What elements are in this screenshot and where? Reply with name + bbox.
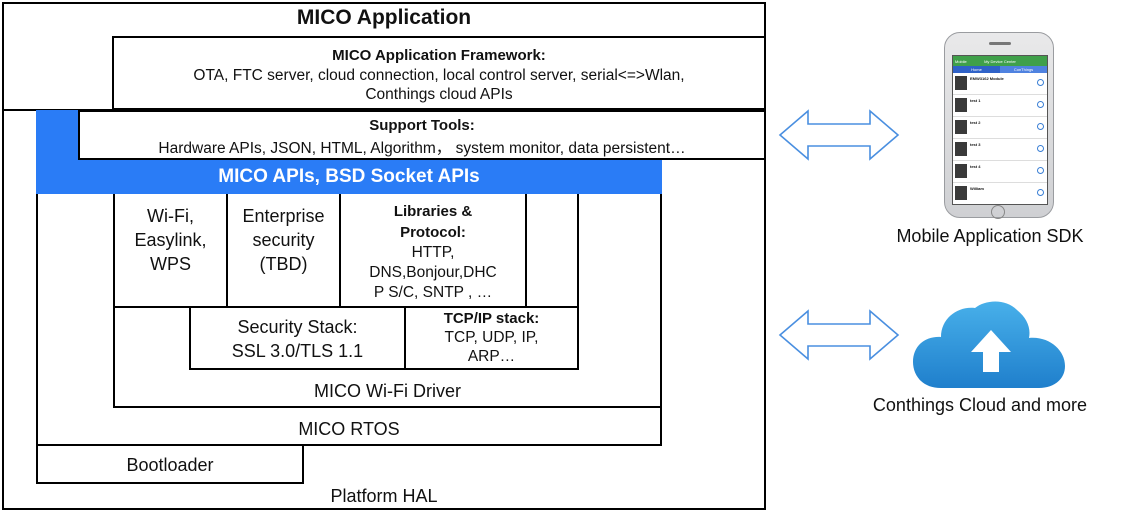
libraries-line1: HTTP, — [411, 244, 455, 261]
libraries-title1: Libraries & — [393, 203, 473, 220]
phone-header-title: My Device Center — [984, 59, 1016, 64]
phone-tabs: Home ConThings — [953, 66, 1047, 73]
double-arrow-icon — [778, 309, 900, 361]
phone-list-item: test 3 — [953, 139, 1047, 161]
cloud-caption: Conthings Cloud and more — [872, 395, 1088, 415]
phone-list-item: test 2 — [953, 117, 1047, 139]
framework-line1: OTA, FTC server, cloud connection, local… — [193, 67, 685, 84]
phone-list-item: test 1 — [953, 95, 1047, 117]
phone-home-button — [991, 205, 1005, 219]
phone-list-item-label: test 3 — [970, 142, 981, 147]
info-icon — [1037, 79, 1044, 86]
libraries-line2: DNS,Bonjour,DHC — [369, 264, 497, 281]
device-thumbnail-icon — [955, 186, 967, 200]
security-line2: SSL 3.0/TLS 1.1 — [231, 341, 364, 361]
tcpip-title: TCP/IP stack: — [443, 310, 540, 327]
application-framework-box — [112, 36, 766, 110]
security-line1: Security Stack: — [237, 317, 358, 337]
phone-screen: Mobile My Device Center Home ConThings E… — [952, 55, 1048, 205]
phone-list-item-label: test 1 — [970, 98, 981, 103]
phone-tab-conthings: ConThings — [1000, 66, 1047, 73]
info-icon — [1037, 167, 1044, 174]
double-arrow-icon — [778, 109, 900, 161]
mico-application-title: MICO Application — [296, 6, 472, 29]
enterprise-line3: (TBD) — [259, 254, 308, 274]
mico-rtos-label: MICO RTOS — [298, 419, 400, 439]
bootloader-label: Bootloader — [126, 455, 214, 475]
phone-list-item: EMW3162 Module — [953, 73, 1047, 95]
info-icon — [1037, 145, 1044, 152]
phone-list-item-label: test 2 — [970, 120, 981, 125]
platform-hal-label: Platform HAL — [330, 486, 438, 506]
device-thumbnail-icon — [955, 164, 967, 178]
device-thumbnail-icon — [955, 76, 967, 90]
wifi-line1: Wi-Fi, — [147, 206, 194, 226]
info-icon — [1037, 123, 1044, 130]
device-thumbnail-icon — [955, 142, 967, 156]
support-tools-title: Support Tools: — [369, 117, 475, 134]
phone-list-item-label: William — [970, 186, 984, 191]
wifi-driver-label: MICO Wi-Fi Driver — [314, 381, 461, 401]
phone-list-item-label: EMW3162 Module — [970, 76, 1004, 81]
phone-device-list: EMW3162 Module test 1 test 2 test 3 test 4 Wi… — [953, 73, 1047, 204]
libraries-line3: P S/C, SNTP , … — [373, 284, 493, 301]
libraries-protocol-box — [339, 194, 527, 308]
phone-list-item-label: test 4 — [970, 164, 981, 169]
enterprise-line1: Enterprise — [242, 206, 325, 226]
support-tools-box — [78, 110, 766, 160]
tcpip-stack-box — [404, 306, 579, 370]
mico-apis-bar — [36, 159, 662, 195]
enterprise-line2: security — [252, 230, 315, 250]
tcpip-line2: ARP… — [467, 348, 516, 365]
mobile-sdk-caption: Mobile Application SDK — [896, 226, 1084, 246]
support-tools-line1: Hardware APIs, JSON, HTML, Algorithm， sy… — [158, 140, 686, 157]
phone-speaker — [989, 42, 1011, 45]
framework-title: MICO Application Framework: — [332, 47, 546, 64]
libraries-title2: Protocol: — [400, 224, 466, 241]
tcpip-line1: TCP, UDP, IP, — [444, 329, 539, 346]
device-thumbnail-icon — [955, 120, 967, 134]
phone-status: Mobile — [955, 59, 967, 64]
smartphone-image: Mobile My Device Center Home ConThings E… — [944, 32, 1054, 219]
framework-line2: Conthings cloud APIs — [365, 86, 513, 103]
cloud-upload-icon — [913, 301, 1065, 388]
phone-header: Mobile My Device Center — [953, 56, 1047, 66]
mico-apis-label: MICO APIs, BSD Socket APIs — [218, 166, 480, 187]
phone-tab-home: Home — [971, 67, 982, 72]
wifi-line2: Easylink, — [134, 230, 207, 250]
device-thumbnail-icon — [955, 98, 967, 112]
phone-list-item: William — [953, 183, 1047, 204]
bootloader-box — [36, 444, 304, 484]
wifi-line3: WPS — [149, 254, 191, 274]
phone-list-item: test 4 — [953, 161, 1047, 183]
info-icon — [1037, 189, 1044, 196]
info-icon — [1037, 101, 1044, 108]
security-stack-box — [189, 306, 406, 370]
